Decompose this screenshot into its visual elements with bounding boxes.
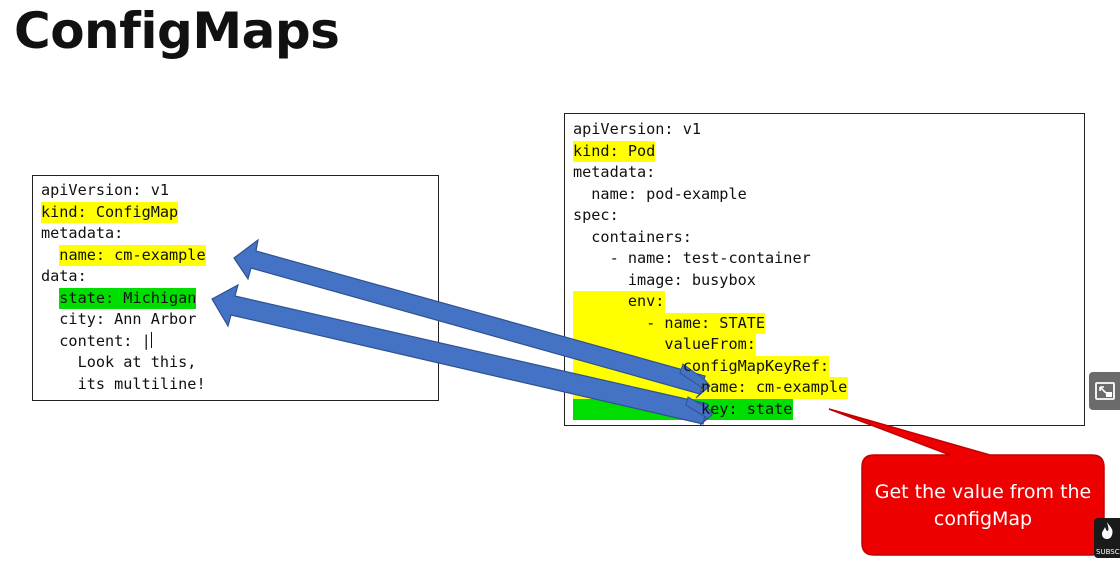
highlighted-text: name: cm-example	[59, 244, 206, 266]
code-line-text: spec:	[573, 206, 619, 224]
code-line: name: cm-example	[33, 244, 438, 266]
code-line: state: Michigan	[33, 287, 438, 309]
code-line-text: state: Michigan	[41, 287, 197, 309]
code-line-text: name: cm-example	[41, 244, 206, 266]
code-line-text: env:	[573, 292, 665, 310]
code-line-text: name: pod-example	[573, 184, 747, 203]
code-line-text: kind: ConfigMap	[41, 201, 179, 223]
channel-subscribe-logo[interactable]: SUBSCR	[1094, 518, 1120, 558]
code-line: name: pod-example	[565, 184, 1084, 206]
code-line: valueFrom:	[565, 334, 1084, 356]
code-line: name: cm-example	[565, 377, 1084, 399]
code-line: configMapKeyRef:	[565, 355, 1084, 377]
code-line: kind: Pod	[565, 140, 1084, 162]
text-cursor	[150, 331, 153, 348]
code-line: city: Ann Arbor	[33, 309, 438, 331]
code-line-text: apiVersion: v1	[41, 181, 170, 199]
code-line: apiVersion: v1	[565, 119, 1084, 141]
code-line: Look at this,	[33, 352, 438, 374]
code-line-text: apiVersion: v1	[573, 120, 702, 138]
slide-title: ConfigMaps	[14, 2, 340, 60]
code-line: metadata:	[565, 162, 1084, 184]
subscribe-label: SUBSCR	[1096, 548, 1120, 556]
code-line-text: valueFrom:	[573, 335, 756, 353]
code-line-text: its multiline!	[41, 374, 206, 393]
code-line-text: kind: Pod	[573, 140, 656, 162]
code-line: key: state	[565, 398, 1084, 420]
code-line: - name: STATE	[565, 312, 1084, 334]
code-line-text: configMapKeyRef:	[573, 356, 830, 375]
code-line-text: - name: STATE	[573, 313, 766, 332]
callout-text: Get the value from the configMap	[874, 480, 1092, 530]
code-line-text: metadata:	[41, 224, 124, 242]
code-line-text: data:	[41, 267, 87, 285]
picture-in-picture-icon	[1094, 382, 1115, 400]
code-line: apiVersion: v1	[33, 180, 438, 202]
flame-logo-icon	[1102, 522, 1113, 539]
highlighted-text: state: Michigan	[59, 287, 197, 309]
code-line-text: key: state	[573, 399, 793, 418]
code-line-text: image: busybox	[573, 270, 756, 289]
code-indent	[41, 246, 59, 264]
code-line: its multiline!	[33, 374, 438, 396]
code-line: image: busybox	[565, 270, 1084, 292]
side-overlay-button[interactable]	[1089, 372, 1120, 410]
code-line: content: |	[33, 331, 438, 353]
code-line: metadata:	[33, 223, 438, 245]
code-line-text: - name: test-container	[573, 249, 811, 267]
code-line: env:	[565, 291, 1084, 313]
code-line-text: metadata:	[573, 163, 656, 181]
code-line: containers:	[565, 227, 1084, 249]
code-line-text: city: Ann Arbor	[41, 310, 197, 328]
code-line-text: Look at this,	[41, 353, 197, 371]
code-line: data:	[33, 266, 438, 288]
code-line-text: name: cm-example	[573, 378, 848, 396]
highlighted-text: kind: ConfigMap	[41, 201, 179, 223]
code-line: spec:	[565, 205, 1084, 227]
highlighted-text: kind: Pod	[573, 140, 656, 162]
code-line: kind: ConfigMap	[33, 201, 438, 223]
code-indent	[41, 289, 59, 307]
code-line-text: containers:	[573, 227, 692, 246]
code-line: - name: test-container	[565, 248, 1084, 270]
code-line-text: content: |	[41, 331, 153, 350]
